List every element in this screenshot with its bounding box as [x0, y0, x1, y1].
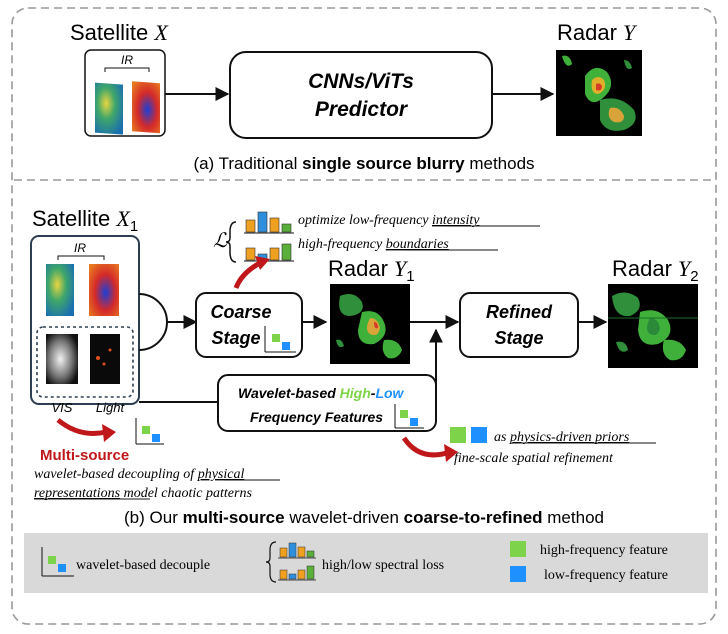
- source-decouple-icon: [135, 418, 164, 445]
- vis-light-group: [36, 326, 134, 398]
- top-ir-image-green: [95, 82, 123, 135]
- loss-bars-bottom: [245, 243, 292, 261]
- legend-decouple-icon: [41, 547, 74, 577]
- predictor-box: [229, 51, 493, 139]
- priors-low-swatch: [471, 427, 487, 443]
- vis-label: VIS: [52, 400, 73, 415]
- priors-line2: fine-scale spatial refinement: [454, 451, 614, 466]
- outer-frame: [11, 7, 717, 625]
- radar2-image: [608, 284, 698, 368]
- top-ir-image-red: [132, 81, 160, 134]
- bottom-caption: (b) Our multi-source wavelet-driven coar…: [124, 508, 604, 527]
- loss-brace: [225, 221, 237, 263]
- top-radar-label: Radar Y: [557, 20, 638, 45]
- legend-high-swatch: [510, 541, 526, 557]
- light-image: [90, 334, 120, 384]
- merge-connector: [138, 293, 168, 351]
- vis-image: [46, 334, 78, 384]
- refined-line2: Stage: [494, 328, 543, 348]
- loss-bars-top: [245, 211, 292, 233]
- bottom-satellite-label: Satellite X1: [32, 206, 138, 235]
- loss-line2: high-frequency boundaries: [298, 237, 449, 252]
- loss-line1: optimize low-frequency intensity: [298, 213, 480, 228]
- radar1-label: Radar Y1: [328, 256, 415, 285]
- coarse-line1: Coarse: [210, 302, 271, 322]
- legend-decouple-text: wavelet-based decouple: [76, 558, 210, 573]
- legend-loss-text: high/low spectral loss: [322, 558, 444, 573]
- multi-source-line1: wavelet-based decoupling of physical: [34, 467, 244, 482]
- refined-stage-box: [459, 292, 579, 358]
- legend-panel: [24, 533, 708, 593]
- bottom-ir-image-green: [46, 264, 74, 316]
- top-radar-image: [556, 50, 642, 136]
- refined-line1: Refined: [486, 302, 553, 322]
- multi-source-red-arrow: [56, 418, 107, 436]
- bottom-ir-label: IR: [74, 241, 86, 255]
- loss-symbol: ℒ: [213, 230, 228, 252]
- priors-line1: as physics-driven priors: [494, 430, 630, 445]
- coarse-decouple-icon: [264, 326, 296, 353]
- light-label: Light: [96, 400, 126, 415]
- predictor-line1: CNNs/ViTs: [308, 70, 414, 93]
- wavelet-line1: Wavelet-based High-Low: [238, 385, 405, 401]
- top-satellite-label: Satellite X: [70, 20, 169, 45]
- wavelet-line2: Frequency Features: [250, 409, 383, 425]
- coarse-line2: Stage: [211, 328, 260, 348]
- legend-high-text: high-frequency feature: [540, 543, 668, 558]
- multi-source-line2: representations model chaotic patterns: [34, 486, 252, 501]
- wavelet-decouple-icon: [394, 404, 424, 429]
- priors-high-swatch: [450, 427, 466, 443]
- multi-source-label: Multi-source: [40, 447, 129, 464]
- legend-low-swatch: [510, 566, 526, 582]
- top-caption: (a) Traditional single source blurry met…: [193, 154, 534, 173]
- radar1-image: [330, 284, 410, 364]
- top-ir-label: IR: [121, 53, 133, 67]
- bottom-ir-image-red: [89, 264, 119, 316]
- legend-loss-icon: [265, 541, 316, 583]
- priors-red-arrow: [401, 436, 451, 458]
- radar2-label: Radar Y2: [612, 256, 699, 285]
- loss-red-arrow: [233, 259, 264, 289]
- predictor-line2: Predictor: [315, 98, 409, 121]
- legend-low-text: low-frequency feature: [544, 568, 668, 583]
